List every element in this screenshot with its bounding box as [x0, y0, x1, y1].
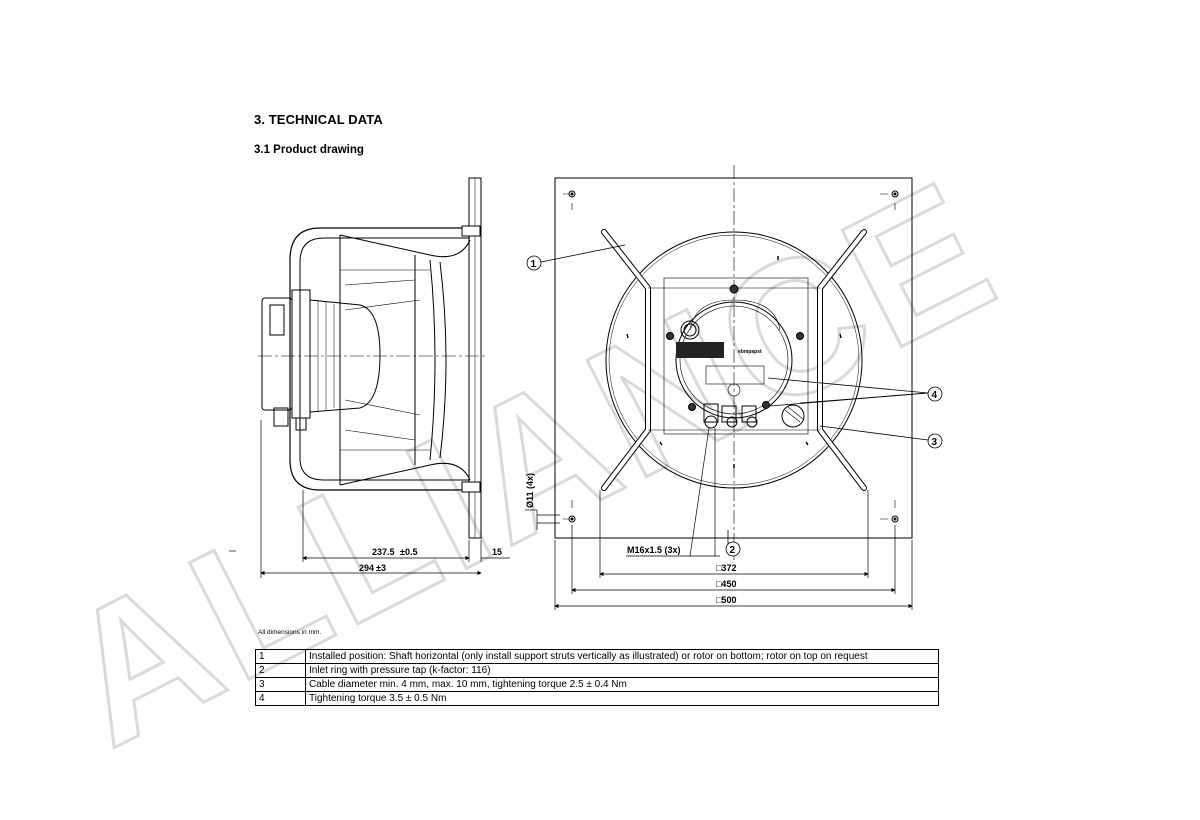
subsection-title: 3.1 Product drawing [254, 144, 364, 156]
callout-1: 1 [531, 259, 537, 270]
dim-372: □372 [716, 563, 736, 573]
callout-4: 4 [932, 390, 938, 401]
side-view [258, 177, 488, 539]
legend-row: 4 Tightening torque 3.5 ± 0.5 Nm [255, 691, 939, 706]
brand-label: ebmpapst [738, 349, 762, 355]
legend-text: Inlet ring with pressure tap (k-factor: … [305, 663, 939, 678]
front-view-dimensions [554, 427, 913, 610]
callouts [526, 244, 943, 557]
legend-row: 2 Inlet ring with pressure tap (k-factor… [255, 663, 939, 678]
hole-label: Ø11 (4x) [525, 473, 535, 508]
dim-450: □450 [716, 579, 736, 589]
legend-text: Installed position: Shaft horizontal (on… [305, 649, 939, 664]
hole-dimension [525, 509, 560, 530]
dimension-note: All dimensions in mm. [258, 629, 322, 636]
dim-237-main: 237.5 [372, 547, 395, 557]
callout-2: 2 [730, 545, 736, 556]
legend-text: Cable diameter min. 4 mm, max. 10 mm, ti… [305, 677, 939, 692]
legend-row: 1 Installed position: Shaft horizontal (… [255, 649, 939, 664]
dim-237-tol: ±0.5 [400, 547, 417, 557]
cable-gland-label: M16x1.5 (3x) [627, 545, 681, 555]
legend-text: Tightening torque 3.5 ± 0.5 Nm [305, 691, 939, 706]
dim-294-main: 294 [359, 563, 374, 573]
legend-num: 3 [255, 677, 306, 692]
dim-15: 15 [492, 547, 502, 557]
dim-500: □500 [716, 595, 736, 605]
side-view-dimensions [229, 420, 510, 578]
dim-294-tol: ±3 [376, 563, 386, 573]
legend-table: 1 Installed position: Shaft horizontal (… [255, 649, 939, 706]
legend-row: 3 Cable diameter min. 4 mm, max. 10 mm, … [255, 677, 939, 692]
legend-num: 4 [255, 691, 306, 706]
section-title: 3. TECHNICAL DATA [254, 112, 383, 127]
legend-num: 2 [255, 663, 306, 678]
front-view [554, 165, 913, 560]
legend-num: 1 [255, 649, 306, 664]
callout-3: 3 [932, 437, 938, 448]
